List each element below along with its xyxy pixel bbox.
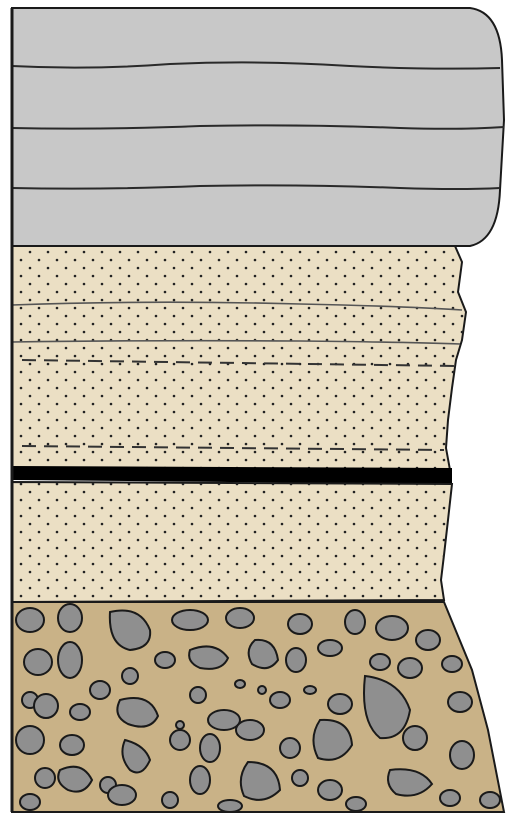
upper-sandstone-stipple: [12, 246, 466, 470]
upper-sandstone-layer: [12, 246, 466, 470]
shale-layer: [12, 8, 504, 246]
conglomerate-layer: [12, 602, 504, 812]
lower-sandstone-stipple: [12, 482, 452, 602]
lower-sandstone-layer: [12, 482, 452, 602]
shale-body: [12, 8, 504, 246]
